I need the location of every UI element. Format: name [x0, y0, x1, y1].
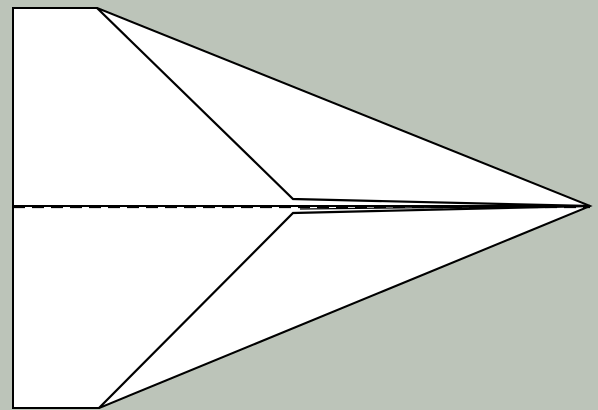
paper-airplane-svg	[0, 0, 598, 410]
paper-airplane-diagram	[0, 0, 598, 410]
